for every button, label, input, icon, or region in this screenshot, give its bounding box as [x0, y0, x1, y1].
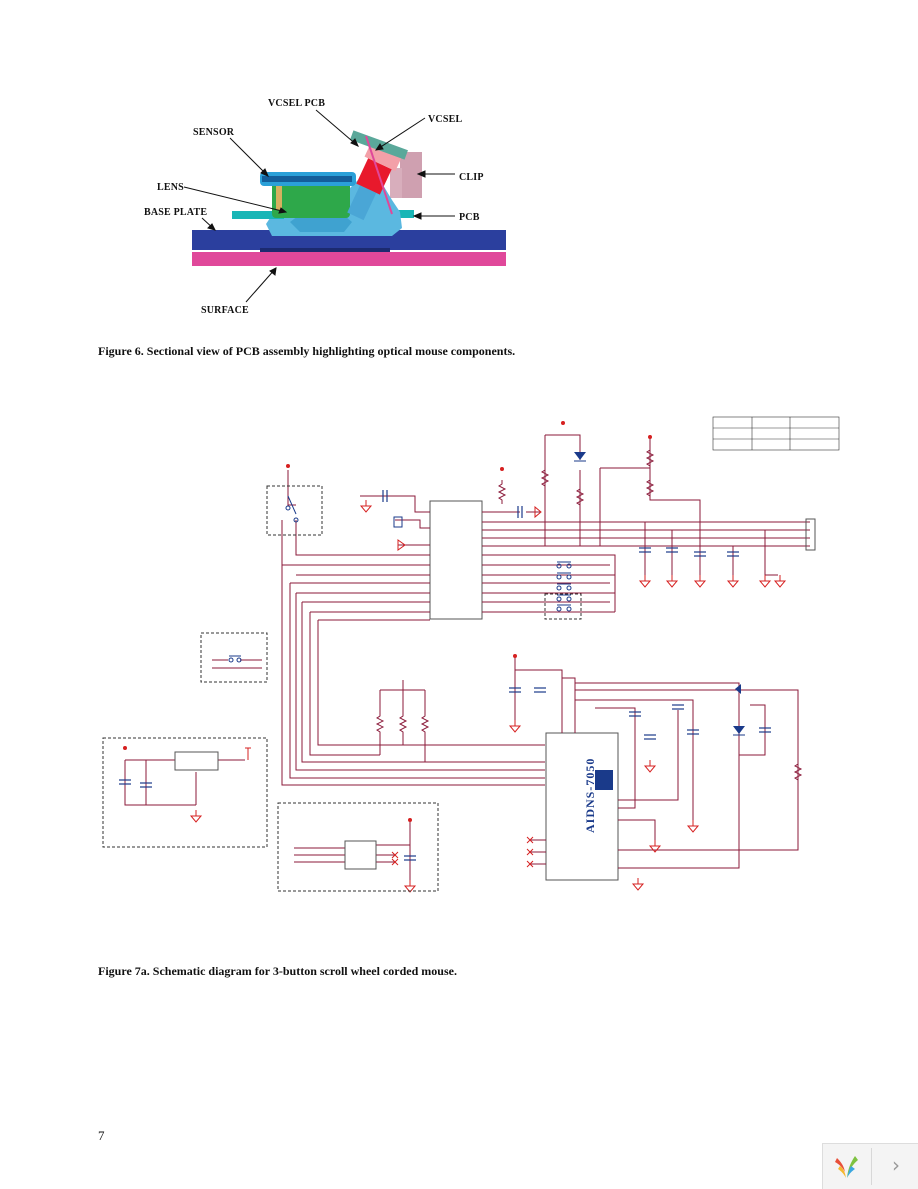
- page-number: 7: [98, 1128, 105, 1143]
- surface-layer: [192, 252, 506, 266]
- figure-7a-caption: Figure 7a. Schematic diagram for 3-butto…: [98, 964, 457, 978]
- figure-6-caption: Figure 6. Sectional view of PCB assembly…: [98, 344, 516, 358]
- label-pcb: PCB: [459, 212, 480, 223]
- ic-part-label: AIDNS-7050: [583, 757, 597, 833]
- label-clip: CLIP: [459, 172, 484, 183]
- clip-part: [400, 152, 422, 198]
- sensor-body: [272, 182, 350, 218]
- label-surface: SURFACE: [201, 305, 249, 316]
- viewer-divider: [871, 1148, 872, 1185]
- viewer-logo-icon: [835, 1156, 858, 1178]
- base-plate-layer: [192, 230, 506, 250]
- schematic-diagram: [102, 416, 840, 893]
- figure-6-illustration: [183, 109, 506, 303]
- label-vcsel-pcb: VCSEL PCB: [268, 98, 326, 109]
- label-vcsel: VCSEL: [428, 114, 463, 125]
- ic-thermal-pad: [595, 770, 613, 790]
- label-sensor: SENSOR: [193, 127, 235, 138]
- viewer-widget: ›: [822, 1143, 918, 1189]
- label-base-plate: BASE PLATE: [144, 207, 208, 218]
- label-lens: LENS: [157, 182, 184, 193]
- pcb-part: [232, 211, 284, 219]
- chevron-right-icon[interactable]: ›: [892, 1153, 900, 1177]
